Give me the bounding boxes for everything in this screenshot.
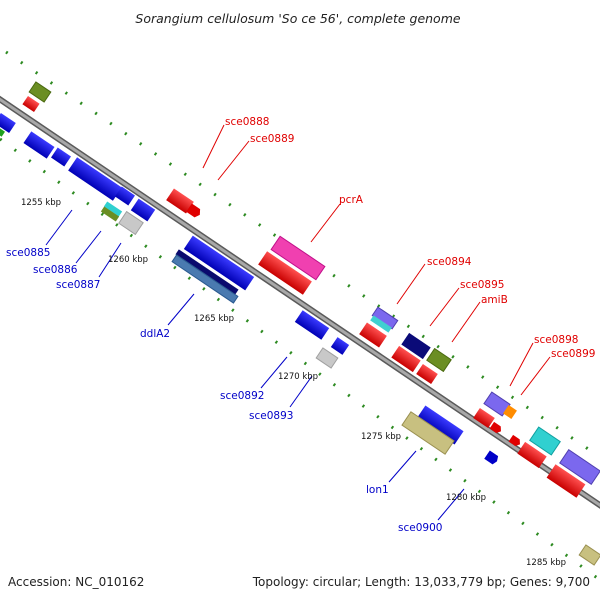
- gene-blue-far-left: [0, 112, 16, 134]
- footer-summary: Topology: circular; Length: 13,033,779 b…: [252, 575, 590, 589]
- label-sce0892[interactable]: sce0892: [220, 390, 264, 402]
- gene-ddlA2-navy: [183, 235, 255, 291]
- label-amiB[interactable]: amiB: [481, 294, 508, 306]
- label-pcrA[interactable]: pcrA: [339, 194, 364, 206]
- gene-red-right-4: [517, 441, 547, 469]
- gene-blue-mid-2: [330, 337, 350, 355]
- gene-amiB: [426, 347, 452, 373]
- gene-sce0899: [503, 405, 517, 419]
- gene-sce0888: [166, 188, 194, 214]
- gene-purple-right: [559, 449, 600, 485]
- tick-label-1280: 1280 kbp: [446, 493, 486, 503]
- gene-sce0893: [315, 347, 339, 369]
- forward-leader-lines: [202, 124, 551, 396]
- tick-label-1270: 1270 kbp: [278, 372, 318, 382]
- reverse-leader-lines: [45, 209, 465, 521]
- gene-sce0887: [118, 210, 144, 236]
- gene-red-right-5: [546, 464, 586, 498]
- reverse-genes-group: [0, 112, 600, 566]
- gene-red-right-2: [489, 421, 501, 433]
- gene-sce0886: [100, 206, 120, 222]
- gene-olive-top-left: [28, 81, 52, 103]
- gene-sce0885: [103, 201, 123, 217]
- gene-pcrA-magenta: [270, 235, 326, 281]
- gene-ddlA2-b: [171, 254, 239, 304]
- gene-blue-small: [484, 450, 499, 465]
- gene-blue-left-4: [115, 186, 135, 206]
- gene-red-mid-2: [416, 363, 438, 385]
- tick-label-1255: 1255 kbp: [21, 198, 61, 208]
- gene-red-right-1: [473, 407, 495, 429]
- tick-dots-inner: [0, 137, 600, 582]
- label-lon1[interactable]: lon1: [366, 484, 389, 496]
- tick-label-1285: 1285 kbp: [526, 558, 566, 568]
- label-sce0887[interactable]: sce0887: [56, 279, 100, 291]
- gene-green-far-left: [0, 127, 5, 137]
- label-sce0895[interactable]: sce0895: [460, 279, 504, 291]
- gene-lon1: [401, 411, 455, 455]
- tick-label-1275: 1275 kbp: [361, 432, 401, 442]
- gene-khaki-bottom: [578, 544, 600, 566]
- forward-genes-group: [22, 81, 600, 498]
- label-sce0889[interactable]: sce0889: [250, 133, 294, 145]
- label-sce0893[interactable]: sce0893: [249, 410, 293, 422]
- label-sce0886[interactable]: sce0886: [33, 264, 78, 276]
- tick-label-1260: 1260 kbp: [108, 255, 148, 265]
- gene-blue-left-3: [68, 157, 122, 201]
- gene-blue-left-2: [51, 147, 71, 167]
- gene-sce0889: [186, 203, 201, 218]
- gene-red-top-left: [22, 95, 40, 113]
- label-sce0900[interactable]: sce0900: [398, 522, 442, 534]
- gene-blue-left-5: [130, 198, 156, 222]
- label-sce0885[interactable]: sce0885: [6, 247, 50, 259]
- label-ddlA2[interactable]: ddlA2: [140, 328, 170, 340]
- gene-sce0894-b: [370, 315, 392, 333]
- gene-red-right-3: [508, 434, 520, 446]
- genome-backbone: [0, 95, 600, 509]
- map-title: Sorangium cellulosum 'So ce 56', complet…: [135, 11, 460, 26]
- label-sce0894[interactable]: sce0894: [427, 256, 472, 268]
- gene-blue-lon-1: [416, 405, 464, 445]
- gene-red-mid-1: [391, 345, 421, 373]
- gene-blue-mid-1: [294, 310, 330, 340]
- gene-blue-left-1: [23, 131, 55, 159]
- label-sce0898[interactable]: sce0898: [534, 334, 578, 346]
- label-sce0899[interactable]: sce0899: [551, 348, 595, 360]
- tick-label-1265: 1265 kbp: [194, 314, 234, 324]
- footer-accession: Accession: NC_010162: [8, 575, 144, 589]
- label-sce0888[interactable]: sce0888: [225, 116, 269, 128]
- gene-pcrA-red: [258, 251, 312, 295]
- gene-ddlA2-a: [175, 249, 239, 295]
- gene-sce0895: [401, 332, 431, 360]
- gene-cyan-right: [529, 426, 561, 456]
- gene-sce0894-red: [359, 322, 387, 348]
